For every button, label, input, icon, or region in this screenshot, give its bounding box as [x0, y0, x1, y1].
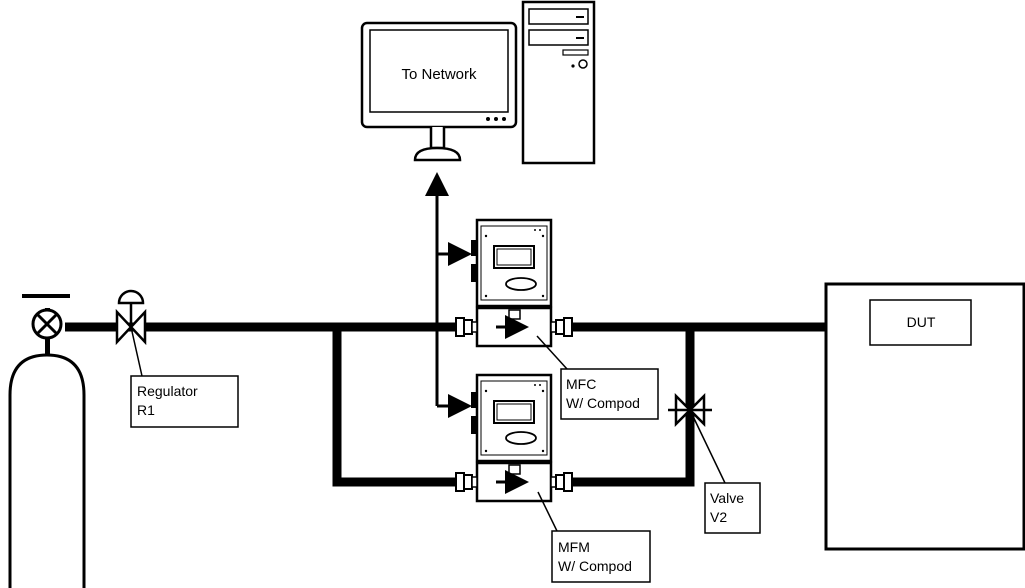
regulator-label-line2: R1: [137, 402, 155, 418]
network-signal-lines: [425, 172, 472, 418]
valve-label-line2: V2: [710, 509, 727, 525]
mfc-label-line2: W/ Compod: [566, 395, 640, 411]
desktop-tower-icon: [521, 0, 596, 165]
pipe-valve-branch: [572, 327, 695, 487]
mfm-callout-line: [537, 491, 558, 532]
mass-flow-controller-icon: [455, 218, 573, 348]
mass-flow-meter-icon: [455, 373, 573, 503]
regulator-label-box: Regulator R1: [130, 375, 239, 428]
dut-label-box: [869, 299, 972, 346]
valve-label-box: Valve V2: [704, 482, 761, 534]
regulator-label-line1: Regulator: [137, 383, 198, 399]
gas-cylinder-icon: [8, 294, 86, 588]
mfc-label-line1: MFC: [566, 376, 596, 392]
valve-label-line1: Valve: [710, 490, 744, 506]
mfm-label-box: MFM W/ Compod: [551, 530, 651, 583]
mfm-label-line1: MFM: [558, 539, 590, 555]
mfc-label-box: MFC W/ Compod: [560, 368, 659, 420]
pipe-bypass-to-mfm: [332, 327, 460, 487]
valve-icon: [668, 392, 726, 484]
dut-label: DUT: [907, 314, 936, 330]
mfc-callout-line: [536, 335, 568, 370]
monitor-icon: [360, 21, 518, 162]
monitor-screen-text: To Network: [401, 66, 477, 83]
mfm-label-line2: W/ Compod: [558, 558, 632, 574]
pressure-regulator-icon: [115, 289, 147, 377]
